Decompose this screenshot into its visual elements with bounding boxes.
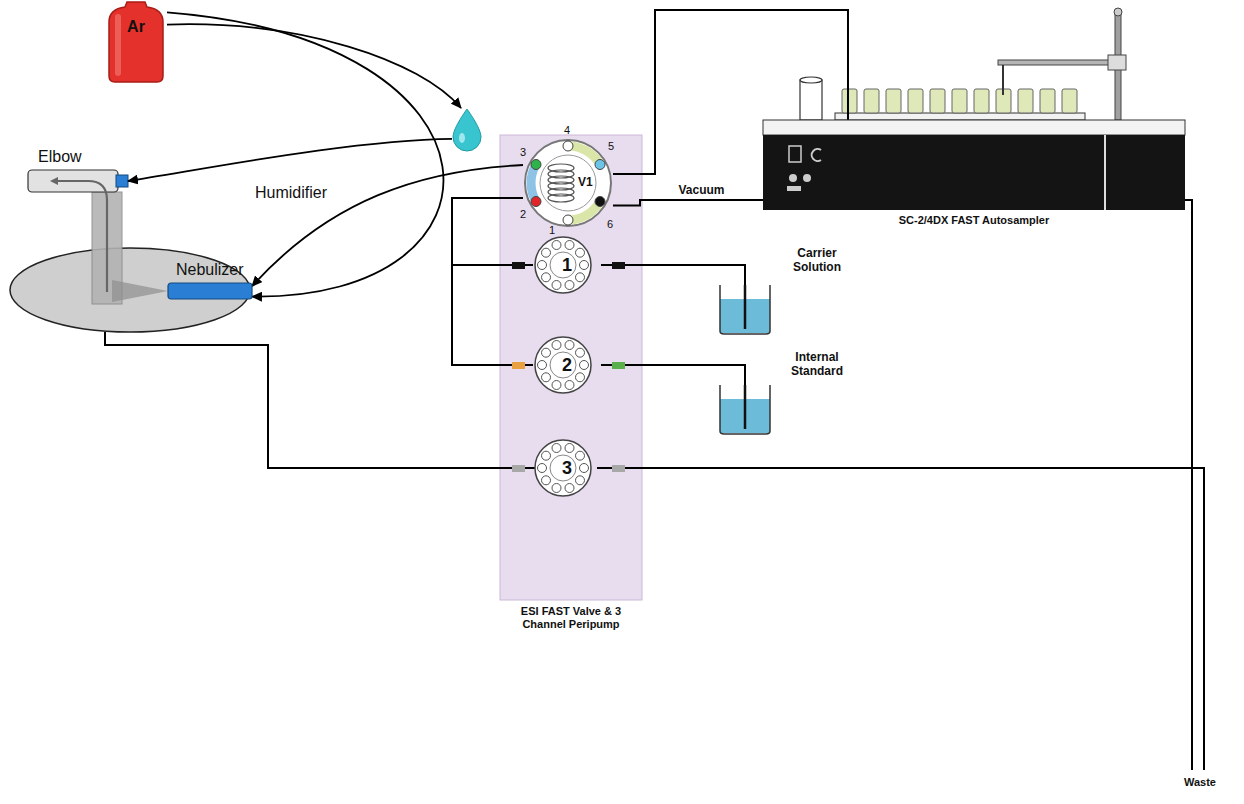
gas-cylinder: Ar [105, 0, 167, 82]
valve-pump-panel: ESI FAST Valve & 3 Channel Peripump12345… [500, 135, 642, 600]
port-number: V1 [578, 176, 593, 190]
tube-fitting [512, 262, 525, 269]
sample-vial [974, 89, 989, 113]
arm-clamp [1108, 55, 1126, 70]
part-label: Nebulizer [176, 261, 244, 279]
sample-vial [908, 89, 923, 113]
tube-line [613, 200, 763, 205]
sample-vial [1018, 89, 1033, 113]
peristaltic-pump: 1 [533, 235, 601, 295]
port-number: 5 [608, 140, 614, 153]
sample-vial [886, 89, 901, 113]
humidifier-drop: Humidifier [452, 108, 482, 152]
tube-line [452, 198, 533, 265]
pump-number: 1 [533, 255, 601, 276]
solution-beaker-outline [718, 385, 772, 435]
part-label: Carrier Solution [784, 247, 850, 275]
nebulizer: Nebulizer [168, 283, 252, 299]
flow-arrow [252, 165, 523, 286]
elbow: Elbow [28, 170, 128, 192]
tube-fitting [612, 465, 625, 472]
tube-fitting [612, 362, 625, 369]
part-label: ESI FAST Valve & 3 Channel Peripump [500, 605, 642, 630]
flow-arrow [167, 12, 443, 296]
part-label: SC-2/4DX FAST Autosampler [763, 214, 1185, 227]
solution-beaker-outline [718, 285, 772, 335]
pump-number: 3 [533, 458, 601, 479]
autosampler: SC-2/4DX FAST Autosampler [763, 120, 1185, 210]
port-number: 2 [520, 208, 526, 221]
fast-valve-outline [523, 138, 613, 228]
solution-beaker: Carrier Solution [718, 285, 772, 335]
peristaltic-pump: 2 [533, 335, 601, 395]
part-label: Internal Standard [784, 351, 850, 379]
drain-tube [105, 332, 537, 468]
humidifier-drop-outline [452, 108, 482, 152]
pump-number: 2 [533, 355, 601, 376]
vial-row [842, 89, 1077, 113]
port-number: 1 [549, 224, 555, 237]
sample-vial [1040, 89, 1055, 113]
outlet-label: Waste [1184, 776, 1216, 789]
flow-arrow [167, 24, 461, 108]
sample-tray [835, 113, 1085, 120]
rinse-reservoir [800, 80, 822, 120]
peristaltic-pump: 3 [533, 438, 601, 498]
sample-vial [842, 89, 857, 113]
tube-fitting [612, 262, 625, 269]
flow-arrow [128, 139, 452, 181]
sample-probe [1002, 65, 1004, 95]
waste-tube [597, 468, 1204, 770]
line-label: Vacuum [676, 183, 726, 197]
port-number: 3 [520, 146, 526, 159]
tube-line [452, 198, 533, 365]
sample-vial [952, 89, 967, 113]
sample-vial [864, 89, 879, 113]
tube-fitting [512, 465, 525, 472]
sample-vial [930, 89, 945, 113]
waste-tube [1185, 200, 1192, 770]
aerosol-path [52, 181, 107, 292]
rinse-reservoir-top [800, 77, 822, 83]
part-label: Elbow [38, 148, 82, 166]
part-label: Ar [105, 18, 167, 36]
autosampler-outline [763, 120, 1185, 210]
probe-arm [998, 60, 1120, 65]
solution-beaker: Internal Standard [718, 385, 772, 435]
sample-vial [1062, 89, 1077, 113]
nebulizer-outline [168, 283, 252, 299]
port-number: 6 [607, 218, 613, 231]
port-number: 4 [564, 124, 570, 137]
gas-cylinder-outline [105, 0, 167, 82]
fast-valve: 123456V1 [523, 138, 613, 228]
tower-knob [1114, 8, 1122, 16]
part-label: Humidifier [255, 184, 327, 202]
spray-cone [112, 280, 168, 302]
elbow-inlet [116, 175, 128, 187]
tube-fitting [512, 362, 525, 369]
